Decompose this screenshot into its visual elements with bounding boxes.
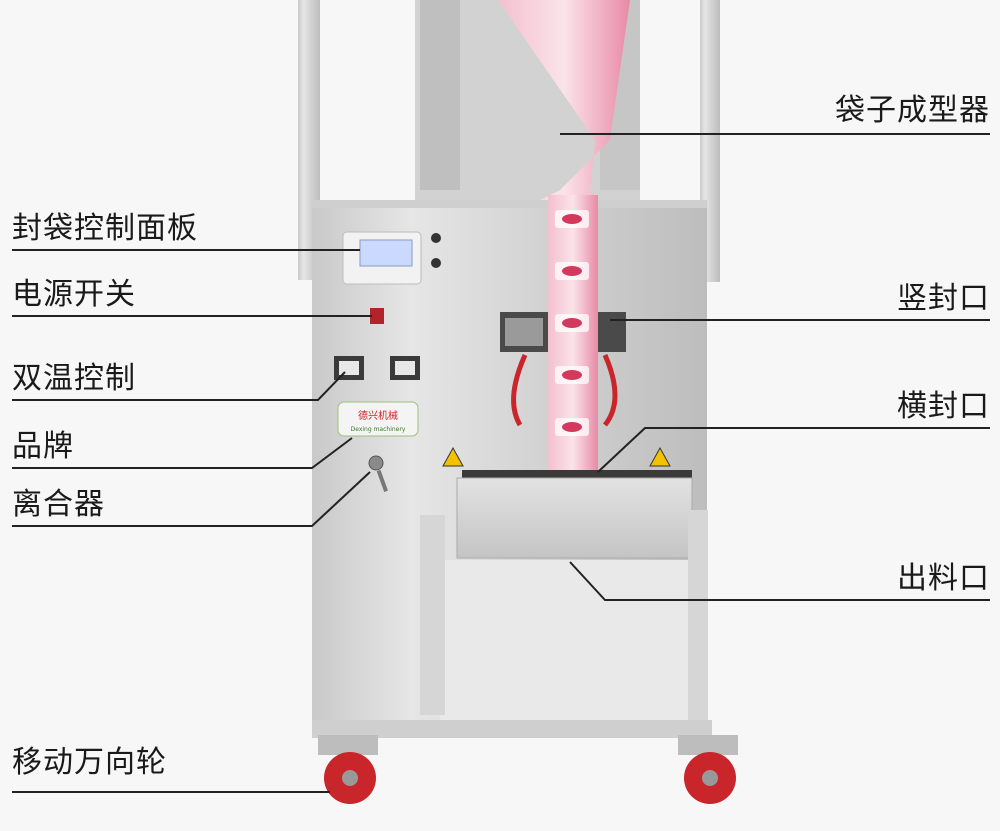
- label-clutch: 离合器: [12, 487, 105, 522]
- label-dual-temperature-control: 双温控制: [12, 361, 136, 396]
- caster-left: [318, 735, 378, 804]
- callout-hseal: [597, 427, 990, 473]
- discharge-chute: [440, 560, 690, 720]
- brand-sub: Dexing machinery: [351, 426, 406, 433]
- label-sealing-control-panel: 封袋控制面板: [12, 211, 198, 246]
- lcd-screen: [359, 239, 413, 267]
- vertical-sealer-right: [598, 312, 626, 352]
- label-horizontal-seal: 横封口: [897, 389, 990, 424]
- heater-hose-right: [602, 353, 618, 427]
- callout-outlet: [569, 561, 990, 601]
- label-discharge-outlet: 出料口: [897, 561, 990, 596]
- callout-lines: [12, 133, 990, 793]
- callout-clutch: [12, 471, 371, 527]
- heater-hose-left: [511, 353, 528, 427]
- warning-sign-right: [649, 446, 671, 467]
- brand-plate: [337, 401, 419, 437]
- machine-base: [312, 720, 712, 738]
- callout-temp: [12, 371, 346, 401]
- label-universal-casters: 移动万向轮: [12, 745, 167, 780]
- brand-logo: 德兴机械: [358, 409, 398, 422]
- label-bag-former: 袋子成型器: [835, 93, 990, 128]
- callout-brand: [12, 437, 353, 469]
- label-vertical-seal: 竖封口: [897, 281, 990, 316]
- clutch-knob: [368, 455, 384, 471]
- caster-right: [678, 735, 738, 804]
- label-power-switch: 电源开关: [12, 277, 136, 312]
- outlet-hood: [456, 477, 693, 559]
- label-brand: 品牌: [12, 429, 74, 464]
- warning-sign-left: [442, 446, 464, 467]
- power-switch: [370, 308, 384, 324]
